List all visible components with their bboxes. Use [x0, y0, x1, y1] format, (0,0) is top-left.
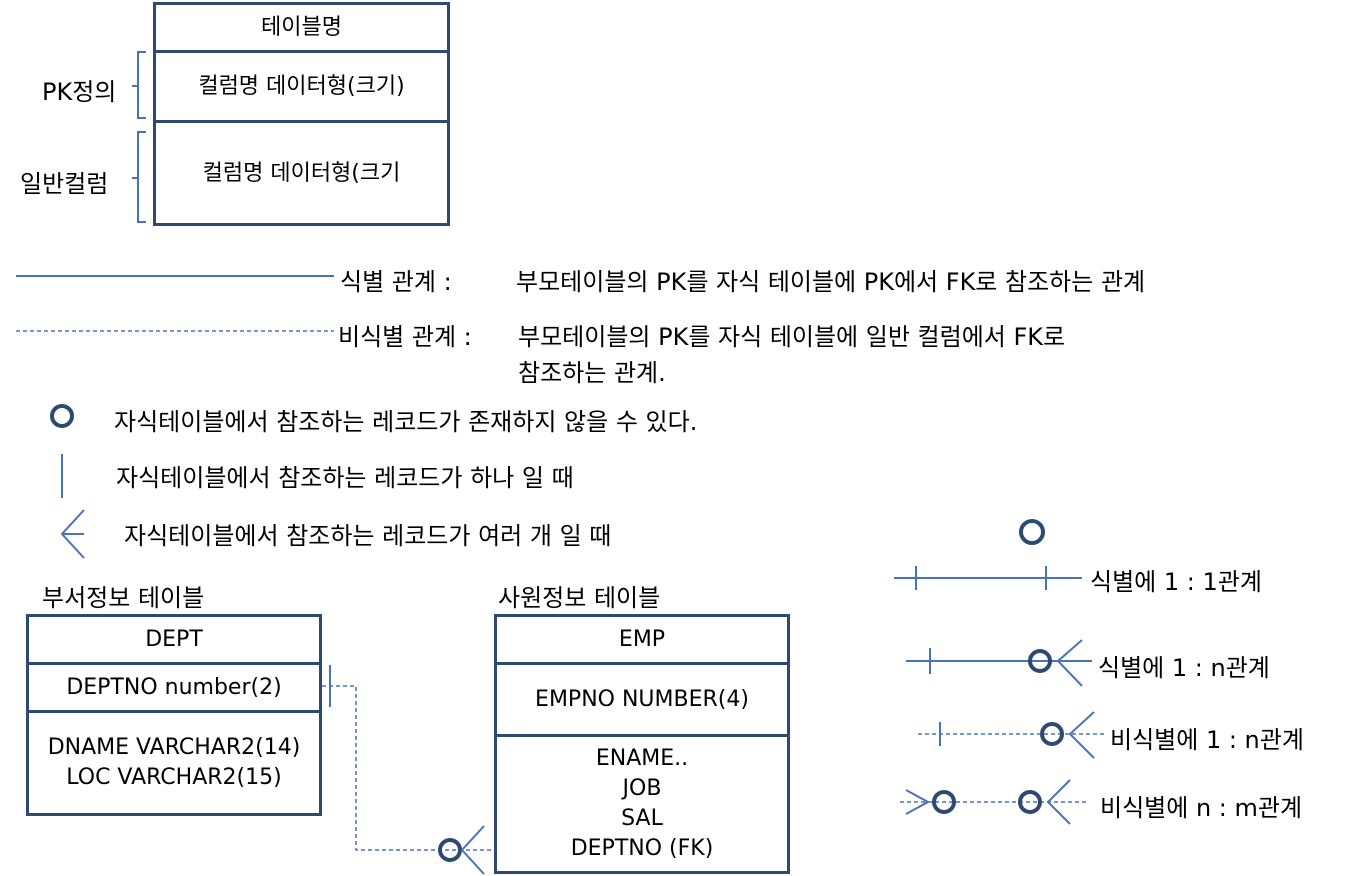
rel-1-1-label: 식별에 1 : 1관계 [1090, 568, 1262, 596]
identifying-desc: 부모테이블의 PK를 자식 테이블에 PK에서 FK로 참조하는 관계 [516, 268, 1146, 296]
emp-cols-row: ENAME.. JOB SAL DEPTNO (FK) [497, 737, 787, 871]
identifying-label: 식별 관계 : [340, 268, 452, 296]
crow-foot-symbol [60, 509, 85, 559]
many-symbol-desc: 자식테이블에서 참조하는 레코드가 여러 개 일 때 [124, 522, 612, 550]
legend-table-general: 컬럼명 데이터형(크기 [202, 161, 401, 186]
emp-crow-foot [460, 825, 485, 875]
legend-table-title: 테이블명 [261, 14, 342, 40]
dept-pk-row: DEPTNO number(2) [29, 665, 319, 713]
legend-table-pk-row: 컬럼명 데이터형(크기) [156, 53, 447, 123]
dept-caption: 부서정보 테이블 [42, 584, 205, 612]
dept-col: DNAME VARCHAR2(14) [47, 735, 301, 760]
emp-zero-circle [438, 838, 462, 862]
emp-pk-row: EMPNO NUMBER(4) [497, 665, 787, 737]
emp-col: ENAME.. [595, 746, 689, 771]
emp-pk: EMPNO NUMBER(4) [535, 686, 749, 712]
zero-symbol [50, 404, 74, 428]
pk-label: PK정의 [42, 78, 117, 106]
legend-table-general-row: 컬럼명 데이터형(크기 [156, 123, 447, 223]
legend-table: 테이블명 컬럼명 데이터형(크기) 컬럼명 데이터형(크기 [153, 2, 450, 226]
emp-name: EMP [618, 626, 666, 652]
zero-symbol-desc: 자식테이블에서 참조하는 레코드가 존재하지 않을 수 있다. [114, 408, 698, 436]
dept-name: DEPT [145, 626, 203, 652]
pk-bracket [137, 51, 146, 119]
non-identifying-desc-2: 참조하는 관계. [518, 359, 666, 387]
dept-cols-row: DNAME VARCHAR2(14) LOC VARCHAR2(15) [29, 713, 319, 813]
emp-caption: 사원정보 테이블 [498, 584, 661, 612]
rel-1-n-label: 식별에 1 : n관계 [1098, 654, 1270, 682]
dept-table: DEPT DEPTNO number(2) DNAME VARCHAR2(14)… [26, 614, 322, 816]
general-bracket [137, 131, 146, 223]
emp-table: EMP EMPNO NUMBER(4) ENAME.. JOB SAL DEPT… [494, 614, 790, 874]
rel-1-n-nonid-label: 비식별에 1 : n관계 [1110, 726, 1304, 754]
dept-name-row: DEPT [29, 617, 319, 665]
non-identifying-label: 비식별 관계 : [338, 323, 472, 351]
emp-col: JOB [622, 776, 662, 801]
legend-table-title-row: 테이블명 [156, 5, 447, 53]
dept-col: LOC VARCHAR2(15) [66, 765, 282, 790]
dept-pk: DEPTNO number(2) [66, 674, 282, 700]
legend-table-pk: 컬럼명 데이터형(크기) [198, 73, 405, 99]
emp-col: SAL [621, 806, 663, 831]
one-symbol-desc: 자식테이블에서 참조하는 레코드가 하나 일 때 [116, 464, 574, 492]
zero-symbol-right [1019, 519, 1045, 545]
rel-n-m-label: 비식별에 n : m관계 [1100, 794, 1303, 822]
general-column-label: 일반컬럼 [20, 170, 109, 198]
emp-col: DEPTNO (FK) [570, 836, 714, 861]
dept-emp-link [322, 685, 492, 851]
non-identifying-desc-1: 부모테이블의 PK를 자식 테이블에 일반 컬럼에서 FK로 [518, 323, 1066, 351]
emp-name-row: EMP [497, 617, 787, 665]
